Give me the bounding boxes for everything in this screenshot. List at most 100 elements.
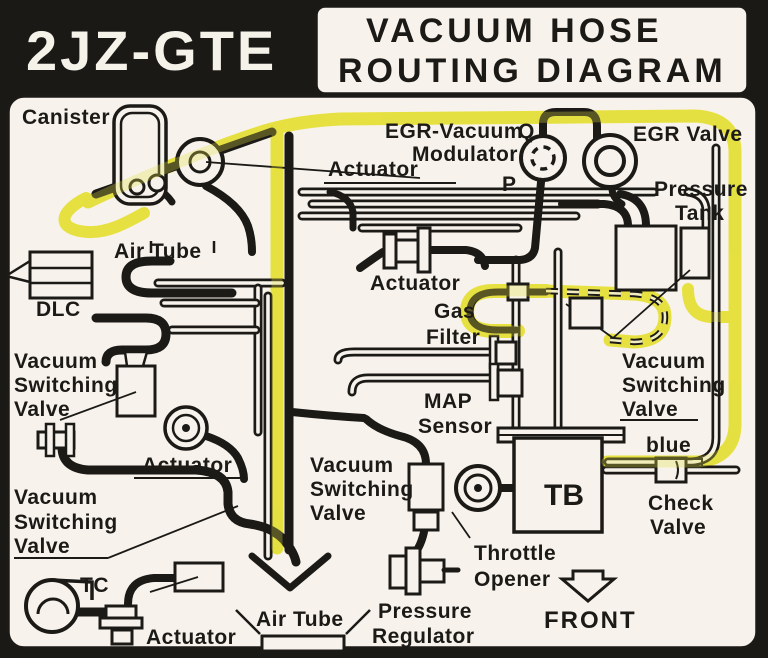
dlc-box: [28, 250, 94, 300]
check-valve-label-1: Check: [648, 492, 714, 515]
pressure-tank-aux: [679, 226, 711, 280]
actuator-left-center: [182, 424, 190, 432]
header: 2JZ-GTE VACUUM HOSE ROUTING DIAGRAM: [26, 4, 750, 96]
turbocharger-inner: [36, 597, 70, 615]
vsv-center-base: [412, 510, 440, 532]
vsv-bottom-left-pointers: [107, 505, 239, 593]
gas-filter-fitting: [506, 282, 530, 302]
check-valve-label-2: Valve: [650, 516, 706, 539]
vsv-bottom-left-label-2: Switching: [14, 511, 118, 534]
vsv-left-pointer: [59, 391, 137, 421]
vsv-bottom-left-fitting: [64, 422, 76, 458]
vsv-bottom-left-label-3: Valve: [14, 535, 70, 558]
actuator-top-label: Actuator: [328, 158, 418, 181]
throttle-opener-pointer: [451, 511, 471, 539]
actuator-mid-label: Actuator: [370, 272, 460, 295]
map-sensor-fitting: [496, 368, 524, 398]
egr-valve-label: EGR Valve: [633, 123, 743, 146]
map-sensor-label-2: Sensor: [418, 415, 492, 438]
throttle-body-label: TB: [544, 479, 584, 512]
pressure-tank-label-1: Pressure: [654, 178, 748, 201]
pressure-regulator-body: [418, 558, 446, 584]
highlighter-tint: [82, 110, 741, 554]
map-sensor-fitting: [494, 340, 518, 366]
pressure-regulator-label-1: Pressure: [378, 600, 472, 623]
air-tube-bottom-label: Air Tube: [256, 608, 344, 631]
throttle-opener-center: [474, 484, 482, 492]
vsv-right-label-1: Vacuum: [622, 350, 706, 373]
turbocharger-label: TC: [80, 574, 109, 597]
egr-valve-inner: [594, 145, 626, 177]
pressure-regulator-body: [404, 546, 422, 596]
canister-port: [147, 173, 167, 193]
actuator-bottom-fitting: [98, 616, 144, 630]
vsv-right-label-2: Switching: [622, 374, 726, 397]
vsv-left-label-2: Switching: [14, 374, 118, 397]
front-arrow-icon: [557, 569, 619, 603]
port-p-label: P: [502, 173, 517, 196]
throttle-body-box: [512, 436, 604, 534]
actuator-top-pointer: [205, 161, 421, 179]
vsv-bottom-left-box: [173, 561, 225, 593]
blue-underline: [632, 458, 703, 468]
pressure-regulator-label-2: Regulator: [372, 625, 475, 648]
title-line2: ROUTING DIAGRAM: [338, 52, 727, 90]
blue-note-label: blue: [646, 434, 691, 457]
air-tube-bottom-tray: [260, 634, 346, 653]
actuator-left-label: Actuator: [142, 454, 232, 477]
air-tube-bottom-wings: [235, 609, 371, 635]
metal-pipes: [153, 143, 741, 561]
dlc-label: DLC: [36, 298, 81, 321]
vsv-left-label-3: Valve: [14, 398, 70, 421]
map-sensor-label-1: MAP: [424, 390, 472, 413]
air-tube-top-ticks: [149, 241, 216, 253]
dlc-flag: [2, 259, 31, 284]
actuator-bottom-fitting: [104, 604, 138, 620]
egr-vacuum-modulator-inner: [530, 145, 556, 171]
vsv-center-label-2: Switching: [310, 478, 414, 501]
gas-filter-label-2: Filter: [426, 326, 480, 349]
vsv-left-label-1: Vacuum: [14, 350, 98, 373]
actuator-mid-fitting: [416, 226, 432, 274]
hidden-hose-dashes: [545, 287, 669, 346]
front-label: FRONT: [544, 607, 637, 634]
actuator-bottom-label: Actuator: [146, 626, 236, 649]
canister-inner: [119, 111, 161, 199]
highlight-canister-loop: [58, 192, 150, 239]
egr-modulator-label-2: Modulator: [412, 143, 518, 166]
engine-code-label: 2JZ-GTE: [26, 19, 277, 82]
diagram-labels: Canister EGR-Vacuum Modulator Q P EGR Va…: [14, 106, 748, 649]
canister-label: Canister: [22, 106, 110, 129]
turbocharger-outlet: [51, 578, 94, 600]
actuator-mid-fitting: [394, 238, 420, 264]
vsv-left-connector: [123, 350, 149, 368]
vsv-center-body: [407, 462, 445, 512]
turbocharger-body: [24, 578, 80, 634]
components: [2, 104, 711, 653]
air-tube-top-label: Air Tube: [114, 240, 202, 263]
down-arrow-hose-end: [248, 552, 332, 592]
pressure-tank-body: [614, 224, 678, 292]
throttle-opener-label-1: Throttle: [474, 542, 556, 565]
gas-filter-label-1: Gas: [434, 300, 475, 323]
actuator-mid-fitting: [382, 232, 398, 270]
vsv-bottom-left-fitting: [44, 422, 56, 458]
title-box: [314, 4, 750, 96]
pressure-regulator-body: [388, 554, 408, 590]
vsv-left-body: [115, 364, 157, 418]
vsv-right-body: [568, 296, 604, 330]
port-q-label: Q: [518, 120, 535, 143]
title-line1: VACUUM HOSE: [366, 12, 663, 50]
vsv-bottom-left-label-1: Vacuum: [14, 486, 98, 509]
canister-port: [128, 178, 146, 196]
pressure-tank-label-2: Tank: [675, 202, 724, 225]
egr-vacuum-modulator-body: [519, 134, 567, 182]
vsv-center-label-3: Valve: [310, 502, 366, 525]
check-valve-detail: [675, 460, 679, 480]
actuator-bottom-fitting: [110, 628, 134, 646]
egr-modulator-label-1: EGR-Vacuum: [385, 120, 523, 143]
vsv-right-label-3: Valve: [622, 398, 678, 421]
vsv-center-label-1: Vacuum: [310, 454, 394, 477]
